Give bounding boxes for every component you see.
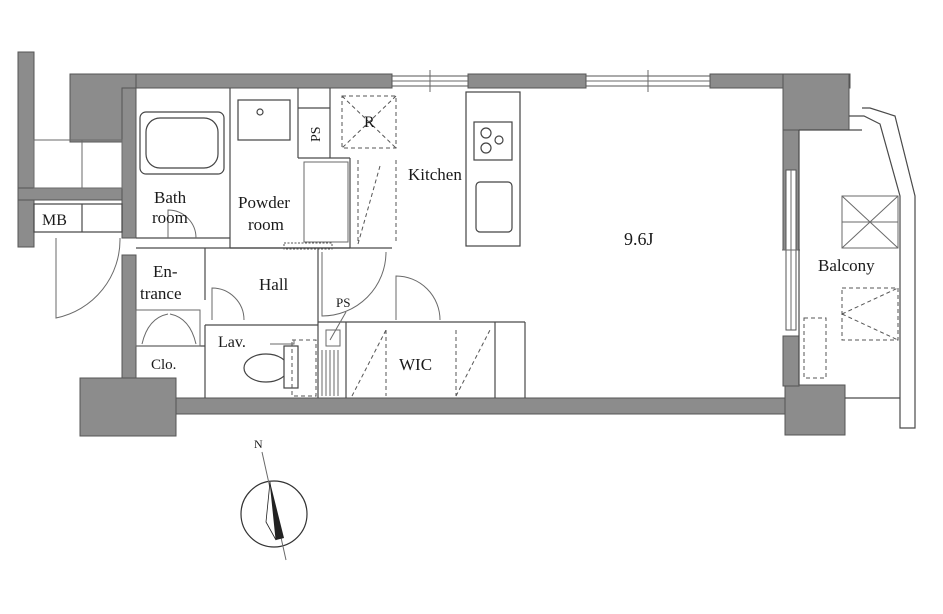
door-lav — [211, 287, 245, 321]
wall-bottom — [175, 397, 787, 415]
label-bath-line2: room — [152, 208, 188, 227]
washbasin — [237, 99, 291, 141]
label-ps-vertical: PS — [309, 126, 324, 142]
door-wic — [395, 275, 441, 321]
partitions — [33, 88, 916, 429]
wall-column-top-right — [782, 73, 850, 131]
compass-north-label: N — [254, 437, 263, 451]
washer-space — [303, 161, 349, 243]
burner-3 — [494, 135, 504, 145]
compass: N — [240, 437, 308, 561]
burner-1 — [480, 127, 492, 139]
label-entrance-line1: En- — [153, 262, 178, 281]
lav-storage — [291, 339, 317, 397]
toilet-bowl — [243, 353, 289, 383]
compass-needle — [270, 482, 284, 540]
balcony-storage — [841, 287, 899, 341]
wall-left-strip — [17, 51, 35, 248]
wall-left-inner — [121, 87, 137, 239]
label-refrigerator: R — [364, 114, 375, 131]
door-entrance — [55, 237, 121, 319]
bathtub-basin — [145, 117, 219, 169]
label-hall: Hall — [259, 275, 289, 294]
wall-column-bottom-left — [79, 377, 177, 437]
windows — [391, 70, 800, 331]
mb-box — [33, 203, 123, 233]
wall-top-2 — [467, 73, 587, 89]
wall-left-lower — [121, 254, 137, 381]
label-lav: Lav. — [218, 334, 246, 351]
label-ps-small: PS — [336, 295, 350, 310]
kitchen-sink — [475, 181, 513, 233]
walls — [17, 51, 851, 437]
label-bath-line1: Bath — [154, 188, 187, 207]
door-bath — [167, 209, 197, 239]
label-powder-line1: Powder — [238, 193, 290, 212]
label-mb: MB — [42, 212, 67, 229]
washbasin-drain — [256, 108, 264, 116]
ps-box — [325, 329, 341, 347]
closet-doors — [141, 313, 197, 345]
wall-top-1 — [135, 73, 393, 89]
toilet-tank — [283, 345, 299, 389]
label-entrance-line2: trance — [140, 284, 182, 303]
ps-hatch — [321, 350, 339, 396]
balcony-outdoor-unit — [803, 317, 827, 379]
wall-column-bottom-right — [784, 384, 846, 436]
compass-needle-light — [265, 481, 277, 541]
label-closet: Clo. — [151, 357, 176, 373]
burner-2 — [480, 142, 492, 154]
door-lav-fold — [270, 340, 295, 345]
door-hall — [321, 251, 387, 317]
stove — [473, 121, 513, 161]
label-living-size: 9.6J — [624, 229, 654, 249]
label-balcony: Balcony — [818, 256, 875, 275]
label-wic: WIC — [399, 355, 432, 374]
wall-left-ledge — [17, 187, 129, 201]
fixtures — [139, 91, 899, 397]
labels: MB Bath room Powder room PS R Kitchen 9.… — [42, 114, 875, 374]
doors — [55, 209, 441, 345]
label-powder-line2: room — [248, 215, 284, 234]
label-kitchen: Kitchen — [408, 165, 462, 184]
refrigerator-space — [341, 95, 397, 149]
wall-right-lower — [782, 335, 800, 387]
